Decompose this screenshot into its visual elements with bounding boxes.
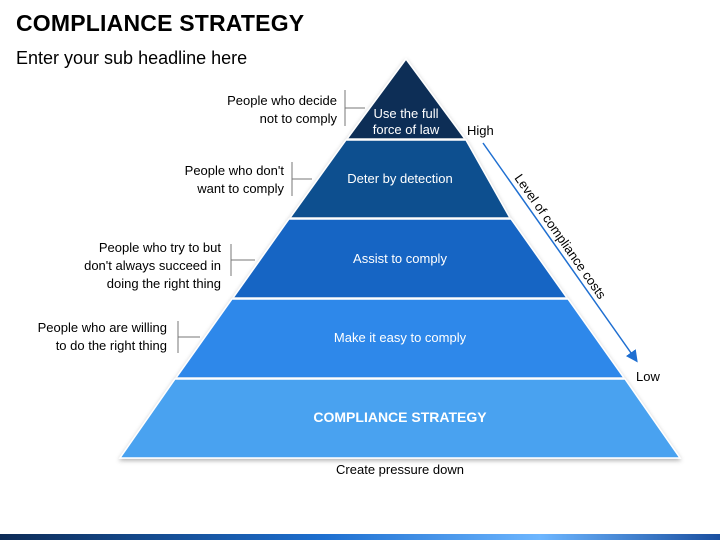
bracket-4	[177, 321, 200, 353]
left-label-2: People who don't want to comply	[185, 162, 312, 196]
slide-title: COMPLIANCE STRATEGY	[16, 10, 305, 36]
left-label-3-line3: doing the right thing	[107, 276, 221, 291]
left-label-4: People who are willing to do the right t…	[38, 320, 200, 353]
pyramid-level-3: Assist to comply	[231, 218, 569, 299]
left-label-3-line1: People who try to but	[99, 240, 222, 255]
left-label-2-line2: want to comply	[196, 181, 284, 196]
left-label-4-line1: People who are willing	[38, 320, 167, 335]
left-label-2-line1: People who don't	[185, 163, 285, 178]
pyramid-level-1: Use the full force of law	[345, 57, 467, 140]
bracket-3	[230, 244, 255, 276]
bracket-2	[291, 162, 312, 196]
left-label-4-line2: to do the right thing	[56, 338, 167, 353]
level-3-text: Assist to comply	[353, 251, 447, 266]
footer-accent-bar	[0, 534, 720, 540]
base-text: COMPLIANCE STRATEGY	[313, 409, 487, 425]
cost-high-label: High	[467, 123, 494, 138]
pyramid-base: COMPLIANCE STRATEGY	[118, 378, 682, 459]
level-1-text-line1: Use the full	[373, 106, 438, 121]
bracket-1	[344, 90, 365, 126]
left-label-3-line2: don't always succeed in	[84, 258, 221, 273]
cost-arrow	[482, 142, 638, 363]
left-label-1-line2: not to comply	[260, 111, 338, 126]
left-label-1-line1: People who decide	[227, 93, 337, 108]
pyramid-level-4: Make it easy to comply	[174, 298, 626, 379]
pyramid-level-2: Deter by detection	[288, 139, 512, 219]
level-2-text: Deter by detection	[347, 171, 453, 186]
level-1-text-line2: force of law	[373, 122, 440, 137]
cost-low-label: Low	[636, 369, 660, 384]
level-4-text: Make it easy to comply	[334, 330, 467, 345]
slide-subtitle: Enter your sub headline here	[16, 48, 248, 68]
left-label-3: People who try to but don't always succe…	[84, 240, 255, 291]
bottom-caption: Create pressure down	[336, 462, 464, 477]
left-label-1: People who decide not to comply	[227, 90, 365, 126]
